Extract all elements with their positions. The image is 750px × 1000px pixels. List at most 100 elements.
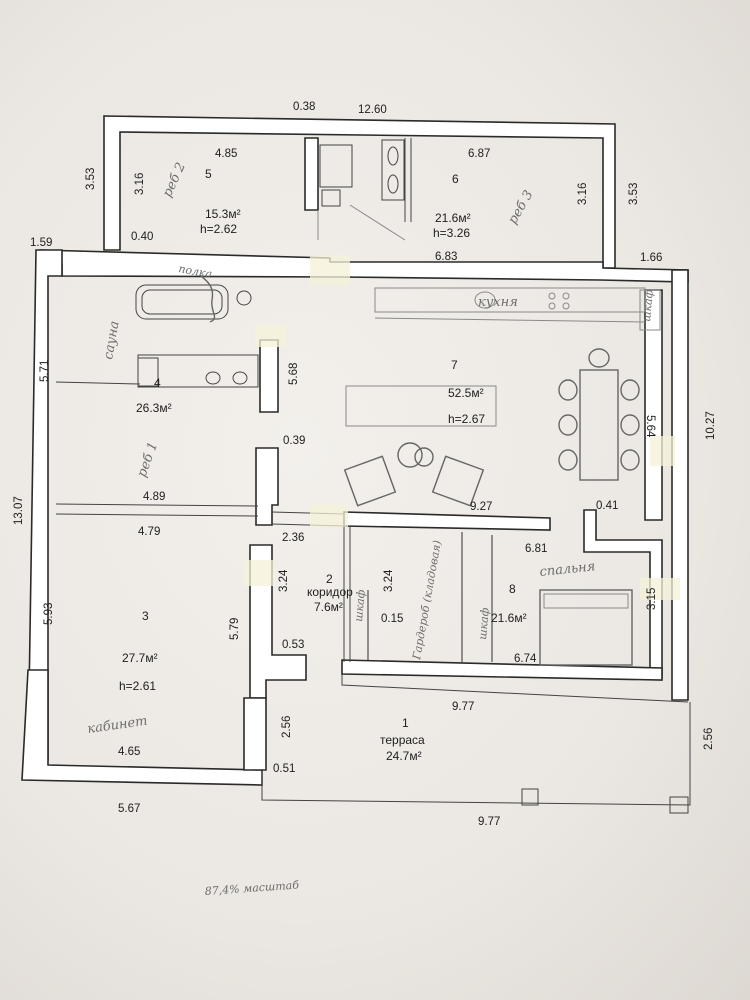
dim-r4-width: 4.89 (143, 491, 165, 503)
kitchen-hob-2 (562, 292, 570, 300)
dim-r3-height: 5.93 (43, 603, 55, 625)
dim-r2-wall: 0.15 (381, 613, 403, 625)
dim-bottom-left: 5.67 (118, 803, 140, 815)
bed-pillow (543, 593, 629, 609)
room3-height: h=2.61 (119, 679, 156, 693)
sauna-cabinet (137, 357, 159, 387)
bathtub (135, 284, 229, 320)
bath-door-swing (349, 204, 406, 241)
dim-r5-wall: 0.40 (131, 231, 153, 243)
armchair-1 (343, 455, 397, 507)
tape-3 (310, 505, 348, 527)
chair-r2 (620, 414, 640, 436)
dim-terrace-top: 9.77 (452, 701, 474, 713)
wall-r4-right (259, 339, 279, 413)
tape-2 (255, 325, 285, 347)
toilet (321, 189, 341, 207)
dim-r5-outer: 3.53 (85, 168, 97, 190)
dim-r3-width: 4.65 (118, 746, 140, 758)
room3-area: 27.7м² (122, 651, 158, 665)
note-closet3: шкаф (640, 289, 656, 323)
wall-right (671, 269, 689, 701)
dim-r4-inner: 5.68 (288, 363, 300, 385)
dim-r5-height: 3.16 (134, 173, 146, 195)
kitchen-counter (374, 287, 646, 313)
terrace-outline (261, 702, 691, 806)
room1-area: 24.7м² (386, 749, 422, 763)
dim-wall-039: 0.39 (283, 435, 305, 447)
note-closet1: шкаф (352, 589, 368, 623)
wall-corridor-left (255, 447, 279, 526)
shower-tray (319, 144, 353, 188)
note-sauna: сауна (101, 320, 123, 361)
note-bedroom: спальня (539, 559, 596, 580)
note-scale: 87,4% масштаб (204, 878, 299, 898)
sauna-basin-1 (205, 371, 221, 385)
kitchen-counter-edge (374, 317, 646, 323)
dim-r4-height: 5.71 (39, 360, 51, 382)
dim-r8-bottom: 6.74 (514, 653, 537, 665)
dim-r8-top: 6.81 (525, 543, 547, 555)
sink-1 (387, 146, 399, 166)
note-shelf: полка (177, 262, 213, 281)
dim-r7-bottom: 9.27 (470, 501, 492, 513)
room2-area: 7.6м² (314, 600, 343, 614)
room7-area: 52.5м² (448, 386, 484, 400)
wall-top-wing-bottom (39, 249, 689, 283)
wall-r8-bottom (341, 659, 663, 681)
note-office: кабинет (86, 714, 148, 737)
dim-right-total: 10.27 (705, 411, 717, 440)
chair-l2 (558, 414, 578, 436)
partition-r4-wall (55, 381, 141, 385)
dim-bottom-right: 9.77 (478, 816, 500, 828)
dim-r6-height: 3.16 (577, 183, 589, 205)
room2-number: 2 (326, 572, 333, 586)
dim-r6-bottom: 6.83 (435, 251, 457, 263)
tape-5 (640, 578, 680, 600)
sauna-shelf-sketch (199, 274, 216, 323)
room3-number: 3 (142, 609, 149, 623)
wall-top-wing (103, 115, 616, 269)
kitchen-island (345, 385, 497, 427)
note-wardrobe: Гардероб (кладовая) (410, 539, 444, 661)
wall-r7-r8 (343, 511, 551, 531)
bathtub-inner (141, 289, 223, 315)
wall-r5-r6 (304, 137, 319, 211)
tape-4 (244, 560, 274, 586)
note-child3: реб 3 (505, 188, 536, 227)
sauna-basin-2 (232, 371, 248, 385)
room7-height: h=2.67 (448, 412, 485, 426)
room7-number: 7 (451, 358, 458, 372)
room6-area: 21.6м² (435, 211, 471, 225)
dim-terrace-left: 2.56 (281, 716, 293, 738)
dim-left-offset: 1.59 (30, 237, 52, 249)
tape-6 (650, 436, 675, 466)
chair-l3 (558, 449, 578, 471)
dim-top-total: 12.60 (358, 104, 387, 116)
dim-right-offset: 1.66 (640, 252, 662, 264)
room2-name: коридор (307, 585, 353, 599)
room6-number: 6 (452, 172, 459, 186)
dim-r3-inner: 5.79 (229, 618, 241, 640)
bed (539, 589, 633, 666)
room5-height: h=2.62 (200, 222, 237, 236)
room1-number: 1 (402, 716, 409, 730)
chair-r3 (620, 449, 640, 471)
room4-number: 4 (154, 376, 161, 390)
dining-table (579, 369, 619, 481)
room8-number: 8 (509, 582, 516, 596)
note-child2: реб 2 (160, 160, 189, 199)
note-kitchen: кухня (478, 295, 518, 310)
sink-unit (381, 139, 405, 201)
tape-1 (310, 255, 350, 285)
room8-area: 21.6м² (491, 611, 527, 625)
sink-2 (387, 174, 399, 194)
room4-area: 26.3м² (136, 401, 172, 415)
kitchen-hob-3 (548, 302, 556, 310)
dim-r8-height: 3.15 (646, 588, 658, 610)
dim-r6-width: 6.87 (468, 148, 490, 160)
wall-room7-right (644, 289, 663, 521)
partition-r4-r3 (55, 503, 259, 507)
